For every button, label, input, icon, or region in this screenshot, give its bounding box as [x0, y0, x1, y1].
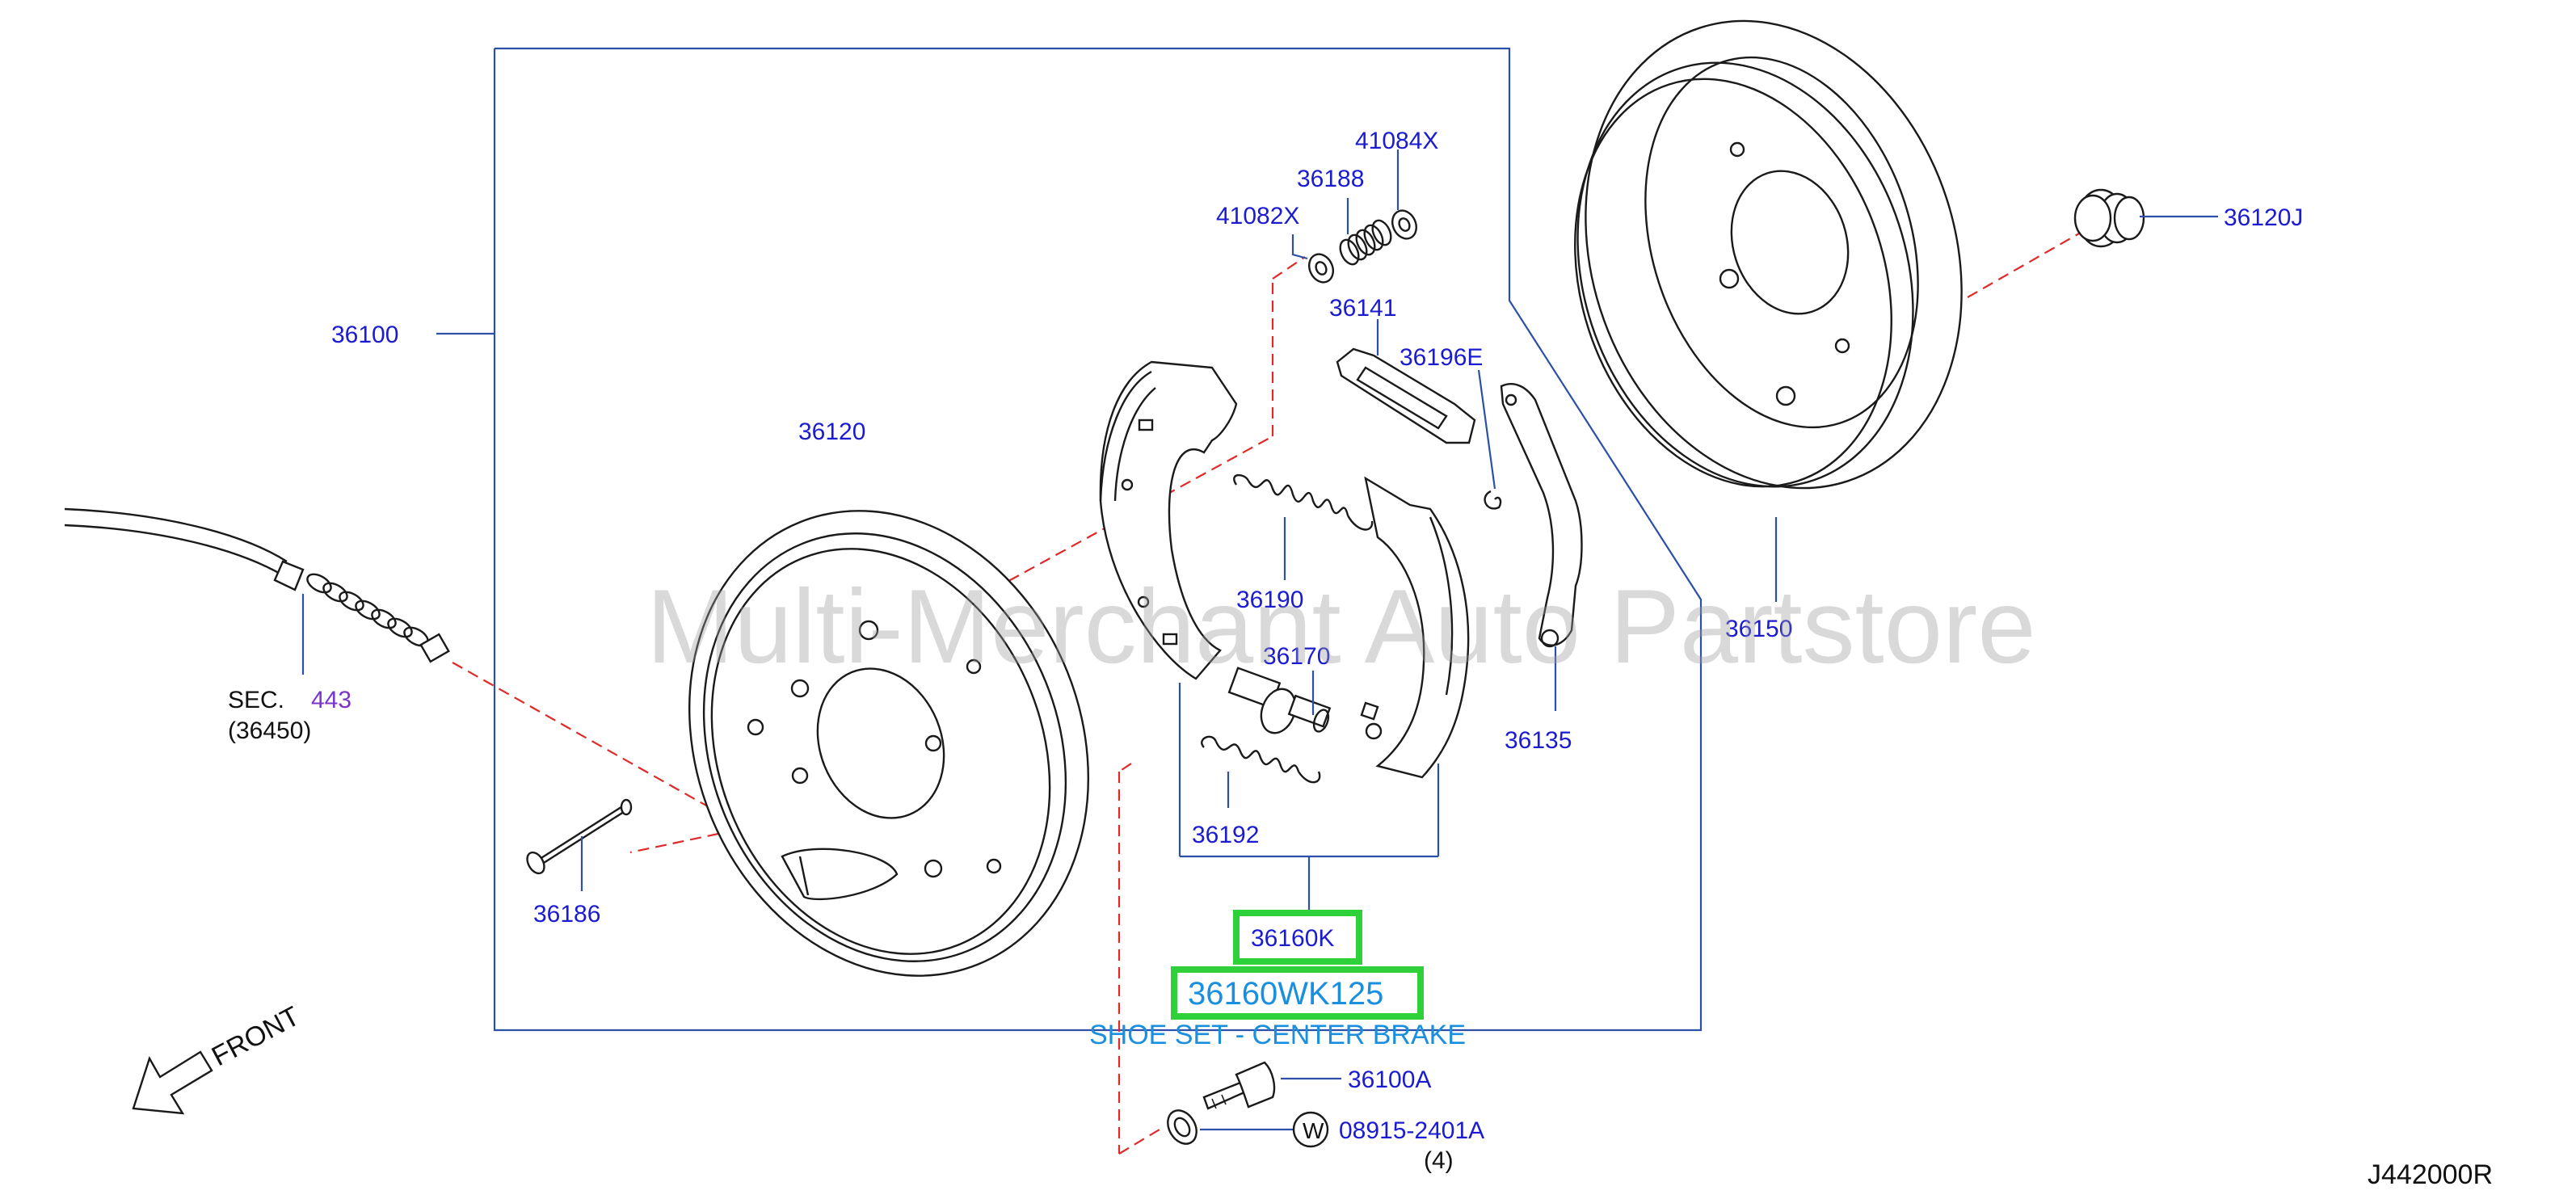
label-36186: 36186 — [533, 901, 600, 928]
label-41084x: 41084X — [1355, 128, 1438, 154]
label-36100a: 36100A — [1348, 1066, 1431, 1093]
assembly-outline — [493, 47, 1703, 1032]
label-qty-4: (4) — [1424, 1147, 1454, 1174]
label-sec: SEC. — [228, 687, 284, 713]
label-36190: 36190 — [1236, 587, 1303, 613]
label-36120: 36120 — [798, 419, 865, 445]
highlight-box-36160k — [1233, 910, 1362, 965]
label-sec-443: 443 — [311, 687, 351, 713]
drum-plug — [2073, 188, 2145, 248]
washer-symbol-w: W — [1303, 1118, 1324, 1143]
watermark: Multi-Merchant Auto Partstore — [646, 567, 2036, 685]
mounting-bolt — [1202, 1061, 1276, 1110]
label-36160k: 36160K — [1251, 925, 1334, 952]
clip-leader — [1477, 369, 1496, 490]
retaining-clip — [1484, 490, 1502, 510]
washer-41084x — [1391, 209, 1417, 240]
washer-41082x — [1308, 253, 1334, 284]
label-08915-2401a: 08915-2401A — [1339, 1117, 1484, 1144]
label-36160wk125: 36160WK125 — [1188, 976, 1383, 1012]
washer-41082x-leader — [1291, 234, 1308, 260]
washer-08915 — [1167, 1109, 1198, 1145]
front-arrow-icon — [132, 1050, 213, 1115]
label-36120j: 36120J — [2224, 204, 2303, 231]
label-36150: 36150 — [1725, 616, 1792, 642]
brake-shoe-left — [1099, 360, 1238, 680]
label-36196e: 36196E — [1400, 344, 1483, 371]
brake-shoe-right — [1360, 476, 1470, 779]
label-36188: 36188 — [1297, 166, 1364, 192]
backing-plate — [688, 510, 1089, 977]
highlight-box-36160wk125 — [1171, 966, 1424, 1020]
brake-drum — [1574, 19, 1963, 490]
parking-strut — [1336, 347, 1476, 444]
return-spring-upper — [1233, 473, 1374, 531]
parking-brake-cable — [64, 507, 450, 663]
hold-down-spring — [1339, 219, 1392, 266]
label-36192: 36192 — [1192, 822, 1259, 848]
adjuster-assembly — [1227, 667, 1332, 734]
parking-lever — [1500, 382, 1583, 648]
label-36141: 36141 — [1329, 295, 1396, 322]
label-36135: 36135 — [1505, 727, 1572, 754]
label-36450: (36450) — [228, 717, 311, 744]
label-36170: 36170 — [1263, 643, 1330, 670]
label-front: FRONT — [207, 1001, 305, 1073]
label-36100: 36100 — [331, 322, 398, 348]
diagram-code: J442000R — [2368, 1159, 2493, 1190]
return-spring-lower — [1201, 735, 1321, 784]
washer-symbol-circle — [1292, 1111, 1329, 1148]
label-shoe-set-desc: SHOE SET - CENTER BRAKE — [1089, 1020, 1466, 1050]
label-41082x: 41082X — [1216, 203, 1299, 229]
hold-down-pin — [526, 798, 633, 875]
